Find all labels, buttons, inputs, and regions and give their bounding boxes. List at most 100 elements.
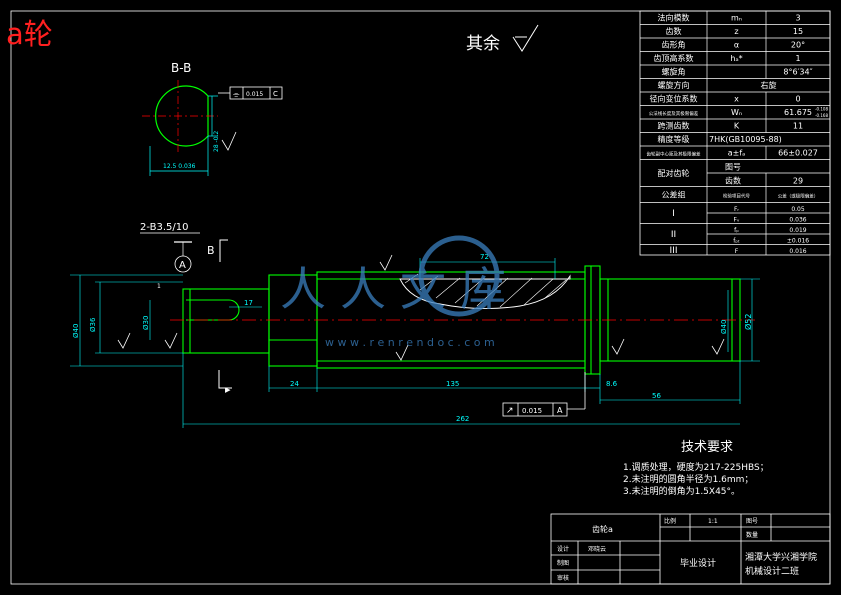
runout-value: 0.015 [522, 407, 542, 415]
tech-item-1: 1.调质处理，硬度为217-225HBS； [623, 461, 769, 473]
section-tol-value: 0.015 [246, 91, 263, 98]
section-tol-ref: C [273, 90, 278, 98]
param-value: 11 [793, 122, 803, 131]
pair-gear-row2: 齿数 [725, 176, 741, 186]
tolerance-code: Fᵥ [734, 217, 740, 224]
section-view [142, 80, 218, 176]
param-label: 齿顶高系数 [654, 53, 694, 63]
cut-arrow-icon: ▸ [225, 383, 231, 396]
param-symbol: hₐ* [730, 54, 742, 63]
left-dim-lines [70, 274, 183, 367]
tolerance-value: 0.036 [789, 217, 806, 224]
param-value: 0 [795, 95, 800, 104]
dim-seg1: 24 [290, 380, 299, 388]
tolerance-group-id: II [671, 230, 676, 240]
tolerance-code: Fᵣ [734, 206, 739, 213]
tolerance-value: 0.016 [789, 248, 806, 255]
tb-project: 毕业设计 [680, 557, 716, 569]
param-label: 齿数 [666, 26, 682, 36]
tb-school-line2: 机械设计二班 [745, 565, 799, 577]
tb-ratio-label: 比例 [664, 517, 676, 525]
param-symbol: x [734, 95, 739, 104]
runout-tolerance-frame [502, 372, 586, 417]
param-label: 螺旋方向 [658, 80, 690, 90]
tb-qty-label: 数量 [746, 531, 758, 539]
watermark: 人人文库 w w w . r e n r e n d o c . c o m [280, 235, 506, 349]
tolerance-col-b: 公差（或极限偏差） [778, 193, 819, 200]
length-dim-lines [182, 353, 741, 428]
section-cut-b-icon [218, 239, 232, 389]
roughness-symbol-icon [512, 24, 539, 52]
section-tolerance-frame [218, 86, 283, 100]
tolerance-value: 0.05 [791, 206, 805, 213]
view-b-label: B [207, 244, 215, 257]
tolerance-group-id: I [672, 209, 675, 219]
tolerance-group-label: 公差组 [662, 190, 686, 200]
param-label: 径向变位系数 [650, 94, 698, 104]
tech-item-2: 2.未注明的圆角半径为1.6mm； [623, 473, 753, 485]
param-value: 61.675 [784, 108, 812, 117]
tolerance-code: F [735, 248, 739, 255]
param-symbol: K [734, 122, 740, 131]
watermark-url: w w w . r e n r e n d o c . c o m [325, 336, 495, 349]
pair-gear-value: 29 [793, 177, 803, 186]
tb-designer-label: 设计 [557, 545, 569, 553]
corner-label: a轮 [6, 17, 53, 51]
param-label: 螺旋角 [662, 67, 686, 77]
dim-seg4: 56 [652, 392, 661, 400]
param-value: 3 [795, 14, 800, 23]
param-symbol: z [734, 27, 738, 36]
tech-title: 技术要求 [681, 440, 733, 455]
section-label: B-B [171, 61, 191, 75]
wn-tol-down: -0.168 [815, 113, 828, 118]
symmetry-icon: ⌯ [233, 90, 240, 99]
tb-drawing-no-label: 图号 [746, 518, 758, 525]
right-dim-lines [727, 278, 760, 362]
tb-drawer-label: 制图 [557, 559, 569, 567]
param-label: 齿轮副中心距及其极限偏差 [647, 151, 701, 158]
tolerance-value: ±0.016 [787, 238, 809, 245]
tb-ratio-value: 1:1 [708, 518, 718, 525]
pair-gear-label: 配对齿轮 [658, 168, 690, 178]
roughness-symbol-icon [221, 131, 237, 151]
dim-r1: 1 [157, 283, 161, 290]
param-value: 右旋 [761, 80, 777, 90]
param-symbol: Wₙ [731, 108, 742, 117]
dim-teeth-length: 72 [480, 253, 489, 261]
dim-left-dia2: Ø36 [89, 317, 97, 332]
dim-key-dia: Ø30 [142, 316, 150, 330]
param-label: 公法线长度及其极限偏差 [649, 110, 699, 117]
tb-designer-name: 邓晓云 [588, 545, 606, 553]
dim-key-length: 17 [244, 299, 253, 307]
wn-tol-up: -0.108 [815, 107, 828, 112]
tech-item-3: 3.未注明的倒角为1.5X45°。 [623, 485, 740, 497]
tb-school-line1: 湘潭大学兴湘学院 [745, 551, 817, 563]
dim-total: 262 [456, 415, 469, 423]
sheet-border [10, 10, 831, 585]
param-value: 1 [795, 54, 800, 63]
param-value: 8°6′34″ [783, 68, 812, 77]
param-value: 15 [793, 27, 803, 36]
tolerance-value: 0.019 [789, 227, 806, 234]
runout-icon: ↗ [506, 406, 514, 416]
tolerance-code: fₚ [734, 227, 739, 234]
runout-ref: A [557, 406, 563, 415]
tolerance-group-id: III [670, 246, 678, 256]
section-width-dim: 12.5 0.036 [163, 163, 196, 170]
datum-a-circle [174, 255, 192, 273]
pair-gear-row1: 图号 [725, 163, 741, 172]
param-label: 精度等级 [658, 134, 690, 144]
center-hole-note: 2-B3.5/10 [140, 222, 188, 233]
tb-part-name: 齿轮a [592, 524, 613, 534]
param-label: 齿形角 [662, 40, 686, 50]
roughness-note: 其余 [466, 34, 500, 54]
param-value: 66±0.027 [778, 149, 818, 158]
datum-a-label: A [179, 260, 186, 271]
dim-right-dia2: Ø40 [720, 320, 728, 334]
tolerance-col-a: 检验项目代号 [723, 193, 750, 200]
param-label: 跨测齿数 [658, 121, 690, 131]
param-value: 7HK(GB10095-88) [709, 135, 782, 144]
param-symbol: a±fₐ [728, 149, 746, 158]
